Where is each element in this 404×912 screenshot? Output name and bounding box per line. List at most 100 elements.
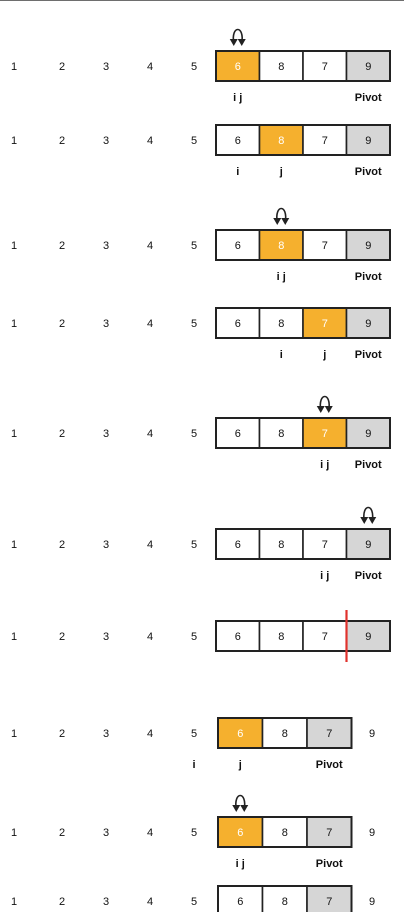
cell-value: 9 — [365, 631, 371, 643]
array-cell — [258, 620, 304, 652]
array-outline — [217, 717, 353, 749]
left-number: 3 — [103, 896, 109, 908]
cell-value: 8 — [282, 728, 288, 740]
cell-value: 7 — [322, 318, 328, 330]
sorted-value: 9 — [369, 827, 375, 839]
cell-value: 9 — [365, 135, 371, 147]
cell-value: 7 — [322, 240, 328, 252]
array-outline — [215, 229, 391, 261]
top-border-line — [0, 0, 404, 1]
left-number: 3 — [103, 428, 109, 440]
left-number: 5 — [191, 61, 197, 73]
left-number: 2 — [59, 827, 65, 839]
pointer-label: i j — [233, 92, 242, 104]
cell-value: 6 — [237, 896, 243, 908]
array-outline — [217, 885, 353, 912]
array-outline — [215, 417, 391, 449]
pointer-label: Pivot — [316, 858, 343, 870]
cell-value: 7 — [322, 428, 328, 440]
cell-value: 8 — [278, 631, 284, 643]
cell-value: 9 — [365, 240, 371, 252]
left-number: 4 — [147, 728, 153, 740]
pointer-label: Pivot — [355, 459, 382, 471]
left-number: 5 — [191, 827, 197, 839]
swap-arrowhead-left — [229, 39, 238, 46]
left-number: 5 — [191, 135, 197, 147]
array-cell — [258, 124, 304, 156]
left-number: 5 — [191, 240, 197, 252]
cell-value: 6 — [235, 135, 241, 147]
left-number: 1 — [11, 827, 17, 839]
cell-value: 9 — [365, 61, 371, 73]
cell-value: 9 — [365, 318, 371, 330]
left-number: 3 — [103, 539, 109, 551]
cell-value: 7 — [322, 135, 328, 147]
left-number: 1 — [11, 896, 17, 908]
array-cell — [258, 307, 304, 339]
pointer-label: i j — [277, 271, 286, 283]
swap-arrowhead-left — [316, 406, 325, 413]
pointer-label: j — [238, 759, 242, 771]
left-number: 1 — [11, 240, 17, 252]
cell-value: 8 — [278, 240, 284, 252]
left-number: 1 — [11, 61, 17, 73]
pointer-label: i — [236, 166, 239, 178]
cell-value: 7 — [322, 539, 328, 551]
left-number: 2 — [59, 728, 65, 740]
pointer-label: i j — [320, 459, 329, 471]
cell-value: 6 — [235, 539, 241, 551]
left-number: 1 — [11, 428, 17, 440]
array-cell — [345, 307, 391, 339]
left-number: 1 — [11, 318, 17, 330]
left-number: 1 — [11, 631, 17, 643]
pointer-label: Pivot — [355, 166, 382, 178]
swap-arrowhead-right — [237, 39, 246, 46]
pointer-label: i — [192, 759, 195, 771]
array-cell — [302, 124, 348, 156]
swap-arrowhead-right — [240, 805, 249, 812]
left-number: 2 — [59, 896, 65, 908]
left-number: 3 — [103, 61, 109, 73]
cell-value: 9 — [365, 539, 371, 551]
array-outline — [217, 816, 353, 848]
cell-value: 6 — [237, 728, 243, 740]
left-number: 4 — [147, 428, 153, 440]
cell-value: 8 — [278, 135, 284, 147]
left-number: 5 — [191, 896, 197, 908]
left-number: 3 — [103, 318, 109, 330]
left-number: 2 — [59, 61, 65, 73]
left-number: 5 — [191, 631, 197, 643]
cell-value: 8 — [278, 61, 284, 73]
sorted-value: 9 — [369, 896, 375, 908]
cell-value: 6 — [235, 61, 241, 73]
left-number: 2 — [59, 428, 65, 440]
left-number: 4 — [147, 61, 153, 73]
left-number: 5 — [191, 539, 197, 551]
cell-value: 6 — [235, 318, 241, 330]
cell-value: 8 — [278, 428, 284, 440]
left-number: 4 — [147, 318, 153, 330]
swap-arrowhead-right — [281, 218, 290, 225]
cell-value: 8 — [282, 827, 288, 839]
cell-value: 7 — [326, 827, 332, 839]
array-outline — [215, 50, 391, 82]
left-number: 3 — [103, 728, 109, 740]
swap-arrowhead-left — [232, 805, 241, 812]
cell-value: 7 — [326, 728, 332, 740]
array-outline — [215, 124, 391, 156]
pointer-label: j — [279, 166, 283, 178]
swap-arrowhead-left — [360, 517, 369, 524]
array-cell — [215, 417, 261, 449]
pointer-label: Pivot — [316, 759, 343, 771]
pointer-label: j — [322, 349, 326, 361]
left-number: 3 — [103, 827, 109, 839]
array-cell — [302, 229, 348, 261]
array-outline — [215, 620, 391, 652]
sorted-value: 9 — [369, 728, 375, 740]
left-number: 2 — [59, 240, 65, 252]
left-number: 5 — [191, 728, 197, 740]
